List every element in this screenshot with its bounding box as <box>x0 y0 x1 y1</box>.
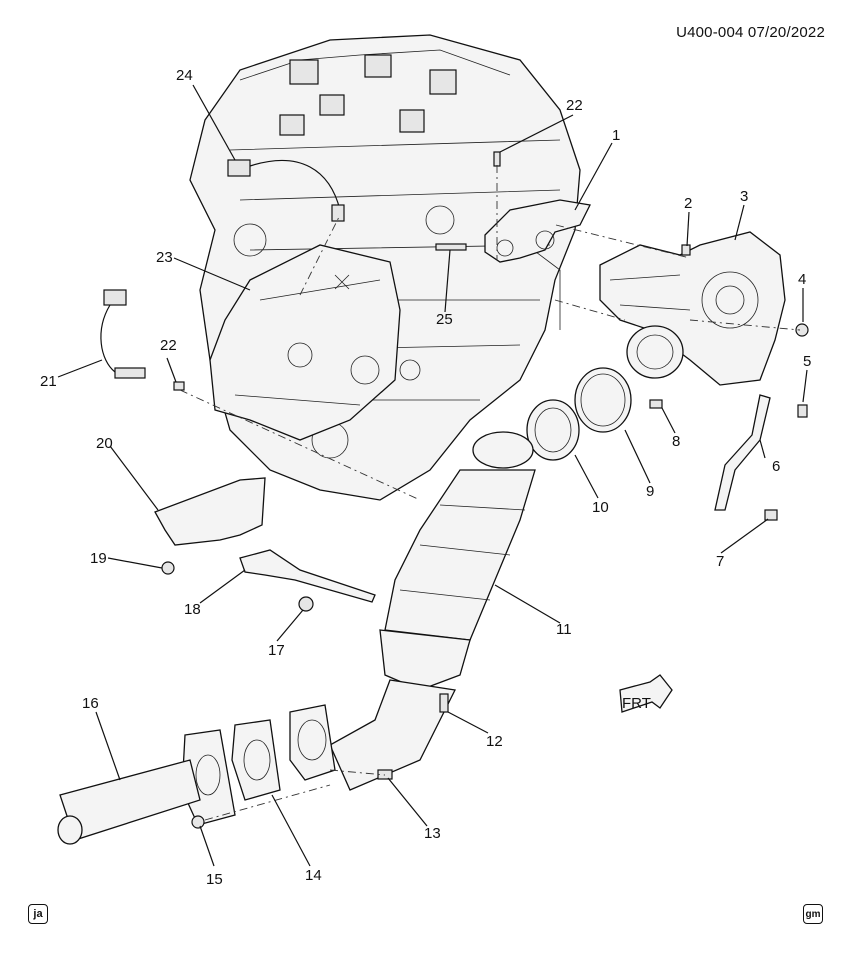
callout-14: 14 <box>305 867 322 884</box>
callout-4: 4 <box>798 271 806 288</box>
callout-18: 18 <box>184 601 201 618</box>
callout-15: 15 <box>206 871 223 888</box>
callout-21: 21 <box>40 373 57 390</box>
diagram-date: 07/20/2022 <box>747 24 825 41</box>
v-clamp <box>574 367 632 433</box>
callout-1: 1 <box>612 127 620 144</box>
tail-pipe <box>57 729 236 845</box>
callout-19: 19 <box>90 550 107 567</box>
callout-labels: 1 2 3 4 5 6 7 8 9 10 11 12 13 14 15 16 1… <box>40 67 811 888</box>
diagram-header: U400-004 07/20/2022 <box>676 24 825 41</box>
fasteners <box>161 151 809 829</box>
callout-9: 9 <box>646 483 654 500</box>
bracket-20 <box>154 477 266 546</box>
callout-16: 16 <box>82 695 99 712</box>
callout-10: 10 <box>592 499 609 516</box>
callout-17: 17 <box>268 642 285 659</box>
exhaust-pipe <box>289 679 456 791</box>
callout-24: 24 <box>176 67 193 84</box>
callout-22-lower: 22 <box>160 337 177 354</box>
callout-8: 8 <box>672 433 680 450</box>
callout-3: 3 <box>740 188 748 205</box>
callout-20: 20 <box>96 435 113 452</box>
callout-12: 12 <box>486 733 503 750</box>
callout-25: 25 <box>436 311 453 328</box>
turbocharger <box>599 231 786 386</box>
callout-5: 5 <box>803 353 811 370</box>
callout-23: 23 <box>156 249 173 266</box>
callout-11: 11 <box>556 621 572 638</box>
leader-lines <box>57 84 808 867</box>
gasket-14 <box>231 719 281 801</box>
callout-6: 6 <box>772 458 780 475</box>
oxygen-sensor-21 <box>100 289 146 379</box>
center-lines <box>179 165 801 821</box>
callout-13: 13 <box>424 825 441 842</box>
footer-badge-ja: ja <box>28 904 48 924</box>
front-marker-label: FRT <box>622 695 651 712</box>
gasket-10 <box>526 399 580 461</box>
heat-shield <box>209 244 401 441</box>
front-direction-marker: FRT <box>619 674 673 713</box>
oxygen-sensor-24 <box>227 159 345 222</box>
bracket-6 <box>714 394 771 511</box>
callout-7: 7 <box>716 553 724 570</box>
turbo-shield <box>484 199 591 263</box>
catalytic-converter <box>379 431 536 691</box>
diagram-code: U400-004 <box>676 24 744 41</box>
bracket-18 <box>239 549 376 603</box>
callout-22-upper: 22 <box>566 97 583 114</box>
callout-2: 2 <box>684 195 692 212</box>
footer-badge-gm: gm <box>803 904 823 924</box>
